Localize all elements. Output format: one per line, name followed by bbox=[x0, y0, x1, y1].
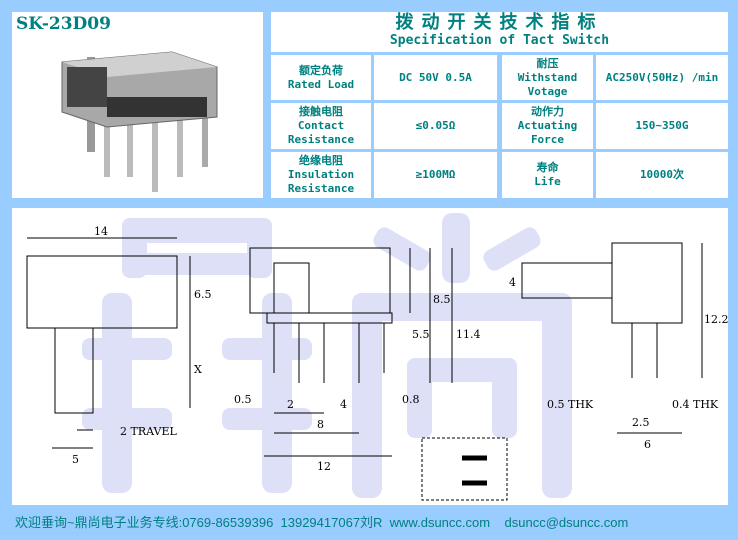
value-actuating-force: 150~350G bbox=[596, 103, 728, 149]
dim-4b: 4 bbox=[509, 276, 516, 289]
dim-5: 5 bbox=[72, 453, 79, 466]
footer-contact: 欢迎垂询~鼎尚电子业务专线:0769-86539396 13929417067刘… bbox=[9, 508, 731, 535]
product-photo bbox=[61, 51, 218, 192]
dim-8: 8 bbox=[317, 418, 324, 431]
dim-0.5-thk: 0.5 THK bbox=[547, 398, 594, 411]
en: Contact Resistance bbox=[287, 119, 355, 146]
dim-11.4: 11.4 bbox=[456, 328, 481, 341]
zh: 耐压 bbox=[536, 56, 559, 70]
dimension-drawing: 14 6.5 X 2 TRAVEL 5 0.5 2 4 8 12 5.5 8.5… bbox=[9, 205, 731, 508]
zh: 寿命 bbox=[536, 161, 559, 174]
dim-2: 2 bbox=[287, 398, 294, 411]
model-title: SK-23D09 bbox=[16, 14, 111, 34]
value-insulation-resistance: ≥100MΩ bbox=[374, 152, 497, 198]
en: Insulation Resistance bbox=[287, 168, 355, 195]
zh: 额定负荷 bbox=[299, 63, 343, 77]
dim-0.8: 0.8 bbox=[402, 393, 420, 406]
dim-6: 6 bbox=[644, 438, 651, 451]
spec-title: 拨动开关技术指标 Specification of Tact Switch bbox=[271, 12, 728, 52]
en: Actuating Force bbox=[517, 119, 578, 146]
zh: 绝缘电阻 bbox=[299, 154, 343, 167]
product-panel: SK-23D09 bbox=[9, 9, 266, 201]
value-withstand: AC250V(50Hz) /min bbox=[596, 55, 728, 100]
dim-2.5: 2.5 bbox=[632, 416, 650, 429]
dim-5.5: 5.5 bbox=[412, 328, 430, 341]
en: Life bbox=[534, 175, 561, 188]
drawing-svg: 14 6.5 X 2 TRAVEL 5 0.5 2 4 8 12 5.5 8.5… bbox=[26, 225, 728, 501]
dim-8.5: 8.5 bbox=[433, 293, 451, 306]
dim-0.5: 0.5 bbox=[234, 393, 252, 406]
en: Rated Load bbox=[287, 77, 355, 91]
dim-12: 12 bbox=[317, 460, 331, 473]
dim-12.2: 12.2 bbox=[704, 313, 728, 326]
zh: 接触电阻 bbox=[299, 105, 343, 118]
zh: 动作力 bbox=[531, 105, 564, 118]
dim-6.5: 6.5 bbox=[194, 288, 212, 301]
en: Withstand Votage bbox=[517, 70, 578, 98]
dim-14: 14 bbox=[94, 225, 108, 238]
dim-travel: 2 TRAVEL bbox=[120, 425, 177, 438]
value-life: 10000次 bbox=[596, 152, 728, 198]
spec-table: 拨动开关技术指标 Specification of Tact Switch 额定… bbox=[268, 9, 731, 201]
title-zh: 拨动开关技术指标 bbox=[395, 12, 604, 33]
dim-x: X bbox=[194, 363, 202, 376]
value-rated-load: DC 50V 0.5A bbox=[374, 55, 497, 100]
dim-4: 4 bbox=[340, 398, 347, 411]
title-en: Specification of Tact Switch bbox=[389, 33, 610, 48]
value-contact-resistance: ≤0.05Ω bbox=[374, 103, 497, 149]
watermark bbox=[82, 213, 572, 498]
dim-0.4-thk: 0.4 THK bbox=[672, 398, 719, 411]
